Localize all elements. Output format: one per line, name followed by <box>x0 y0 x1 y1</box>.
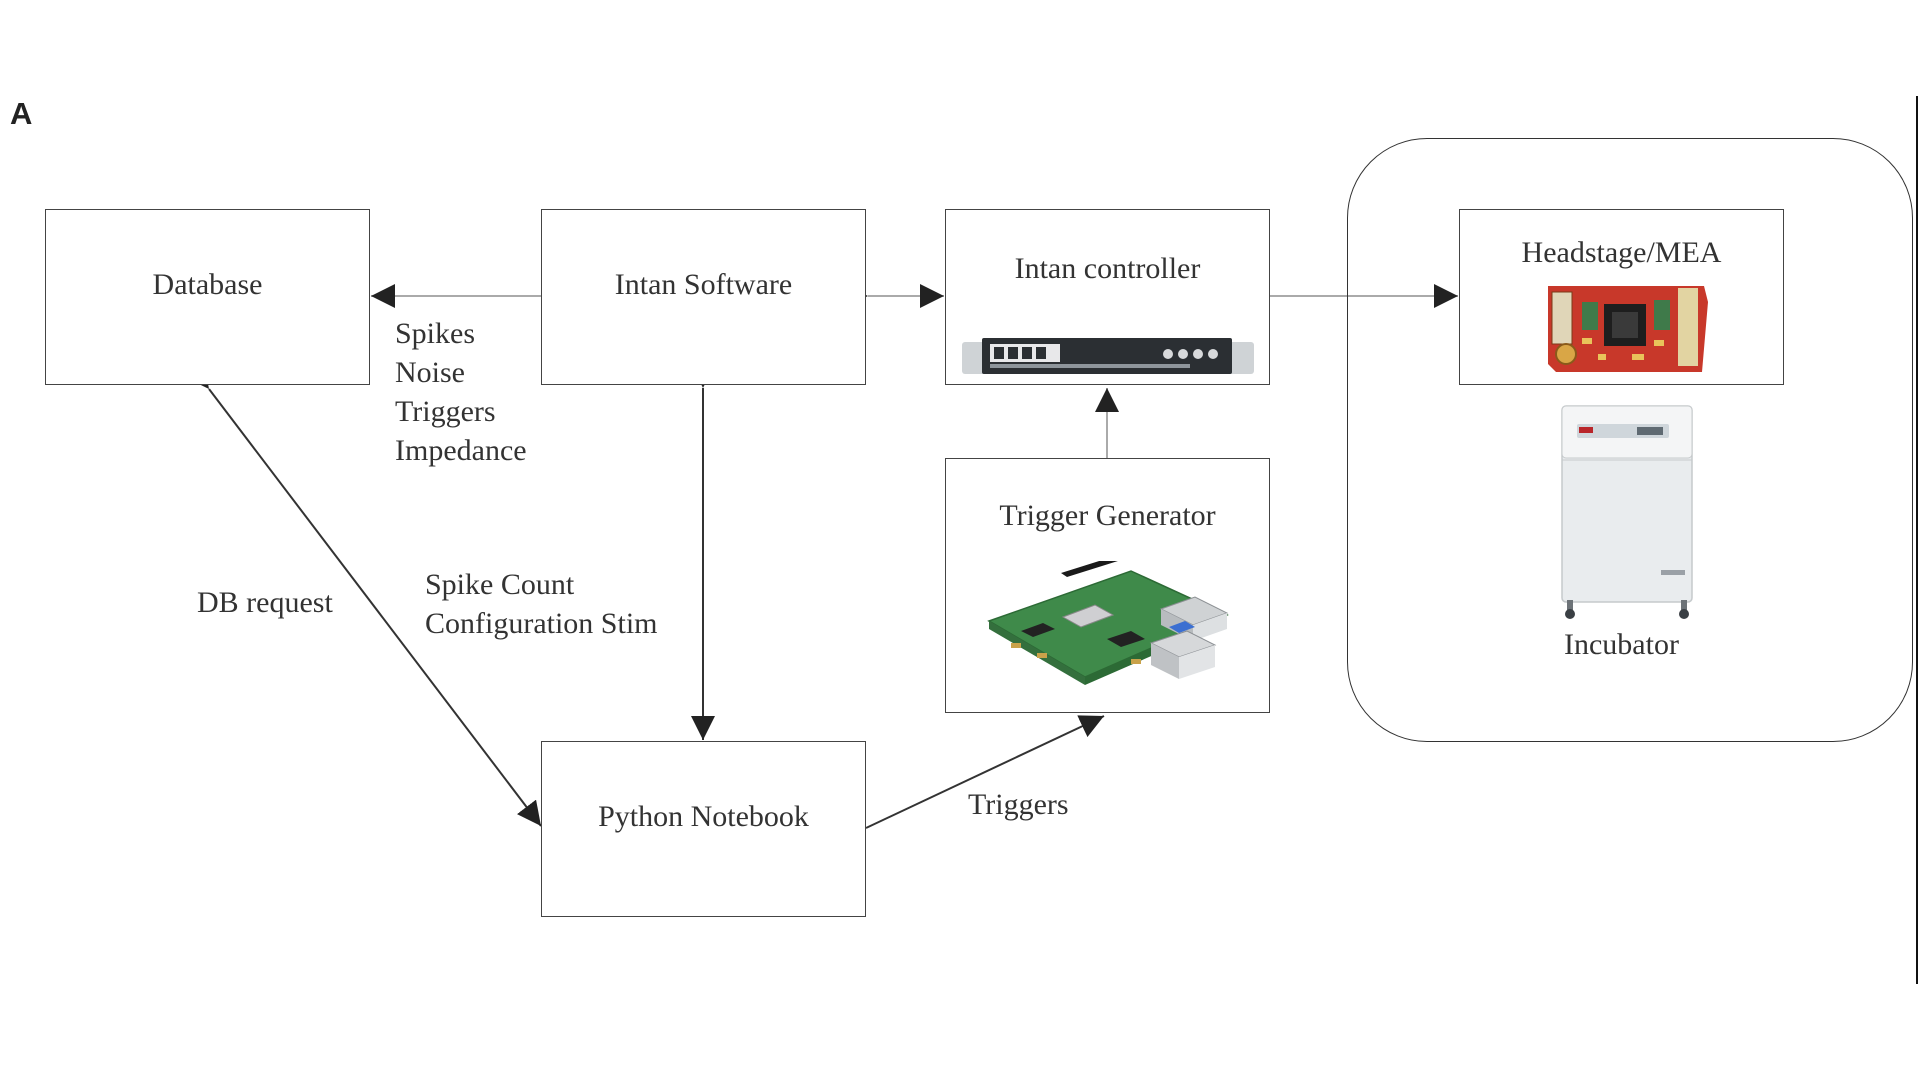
intan-controller-label: Intan controller <box>1014 252 1201 285</box>
db-request-label: DB request <box>197 586 333 619</box>
trigger-generator-node: Trigger Generator <box>945 458 1270 713</box>
data-stream-label-triggers: Triggers <box>395 395 496 428</box>
raspberry-pi-image <box>987 561 1229 685</box>
incubator-label: Incubator <box>1564 628 1679 661</box>
headstage-node: Headstage/MEA <box>1459 209 1784 385</box>
data-stream-label-spikes: Spikes <box>395 317 476 350</box>
headstage-pcb-image <box>1548 286 1708 372</box>
intan-software-label: Intan Software <box>614 268 793 301</box>
data-stream-label-noise: Noise <box>395 356 465 389</box>
panel-label: A <box>10 96 33 131</box>
incubator-image <box>1561 405 1693 619</box>
intan-software-node: Intan Software <box>541 209 866 385</box>
triggers-label: Triggers <box>968 788 1069 821</box>
python-notebook-label: Python Notebook <box>598 800 809 833</box>
right-border-rule <box>1916 96 1918 984</box>
database-node: Database <box>45 209 370 385</box>
edge-notebook-to-trigger <box>865 715 1105 829</box>
spike-count-label: Spike Count <box>425 568 575 601</box>
database-label: Database <box>152 268 263 301</box>
edge-database-notebook <box>184 362 542 827</box>
intan-controller-device-image <box>962 338 1254 374</box>
intan-controller-node: Intan controller <box>945 209 1270 385</box>
trigger-generator-label: Trigger Generator <box>999 499 1216 532</box>
configuration-stim-label: Configuration Stim <box>425 607 658 640</box>
incubator-enclosure <box>1347 138 1913 742</box>
headstage-label: Headstage/MEA <box>1521 236 1722 269</box>
data-stream-label-impedance: Impedance <box>395 434 527 467</box>
python-notebook-node: Python Notebook <box>541 741 866 917</box>
